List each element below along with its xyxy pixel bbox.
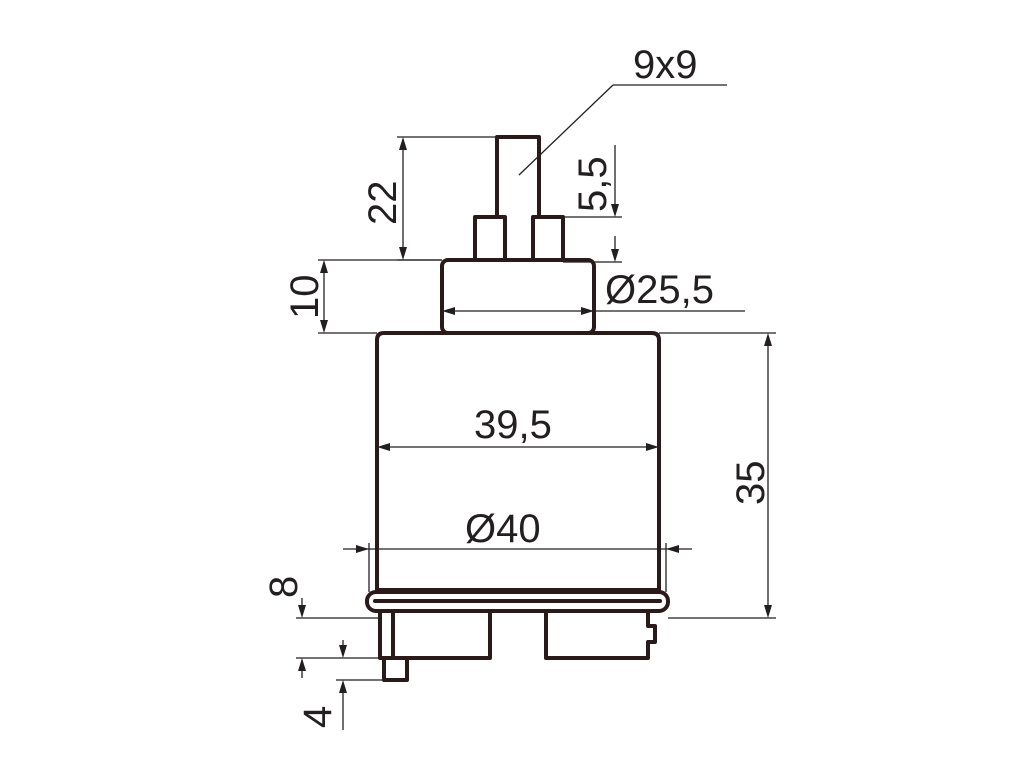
dim-collar-diameter: Ø25,5 xyxy=(442,268,745,315)
dim-collar-height: 10 xyxy=(283,259,442,334)
collar xyxy=(440,258,596,335)
dim-label-collar-height: 10 xyxy=(283,275,327,320)
dim-label-body-width: 39,5 xyxy=(474,403,552,447)
base-left-block xyxy=(378,609,492,660)
dim-label-pin-length: 4 xyxy=(296,706,340,728)
left-tab xyxy=(473,215,507,264)
dim-label-flange-diameter: Ø40 xyxy=(465,507,541,551)
dim-body-height: 35 xyxy=(659,332,776,619)
dim-tab-height: 5,5 xyxy=(563,145,622,263)
dim-label-stem-height: 22 xyxy=(361,181,405,226)
dim-stem-height: 22 xyxy=(361,136,497,261)
dim-flange-diameter: Ø40 xyxy=(343,507,692,592)
dim-body-width: 39,5 xyxy=(377,403,659,451)
dim-base-height: 8 xyxy=(262,576,380,678)
dim-label-base-height: 8 xyxy=(262,576,306,598)
dim-label-collar-diameter: Ø25,5 xyxy=(605,268,714,312)
right-tab xyxy=(531,215,565,264)
base-right-block xyxy=(544,609,657,660)
dim-label-body-height: 35 xyxy=(729,461,773,506)
locating-pin xyxy=(382,656,409,682)
cartridge-outline xyxy=(365,135,670,682)
dim-label-tab-height: 5,5 xyxy=(571,156,615,212)
dim-label-square-spindle: 9x9 xyxy=(633,43,698,87)
dim-pin-length: 4 xyxy=(296,640,384,730)
dim-square-spindle: 9x9 xyxy=(518,43,727,176)
main-body xyxy=(375,331,661,592)
